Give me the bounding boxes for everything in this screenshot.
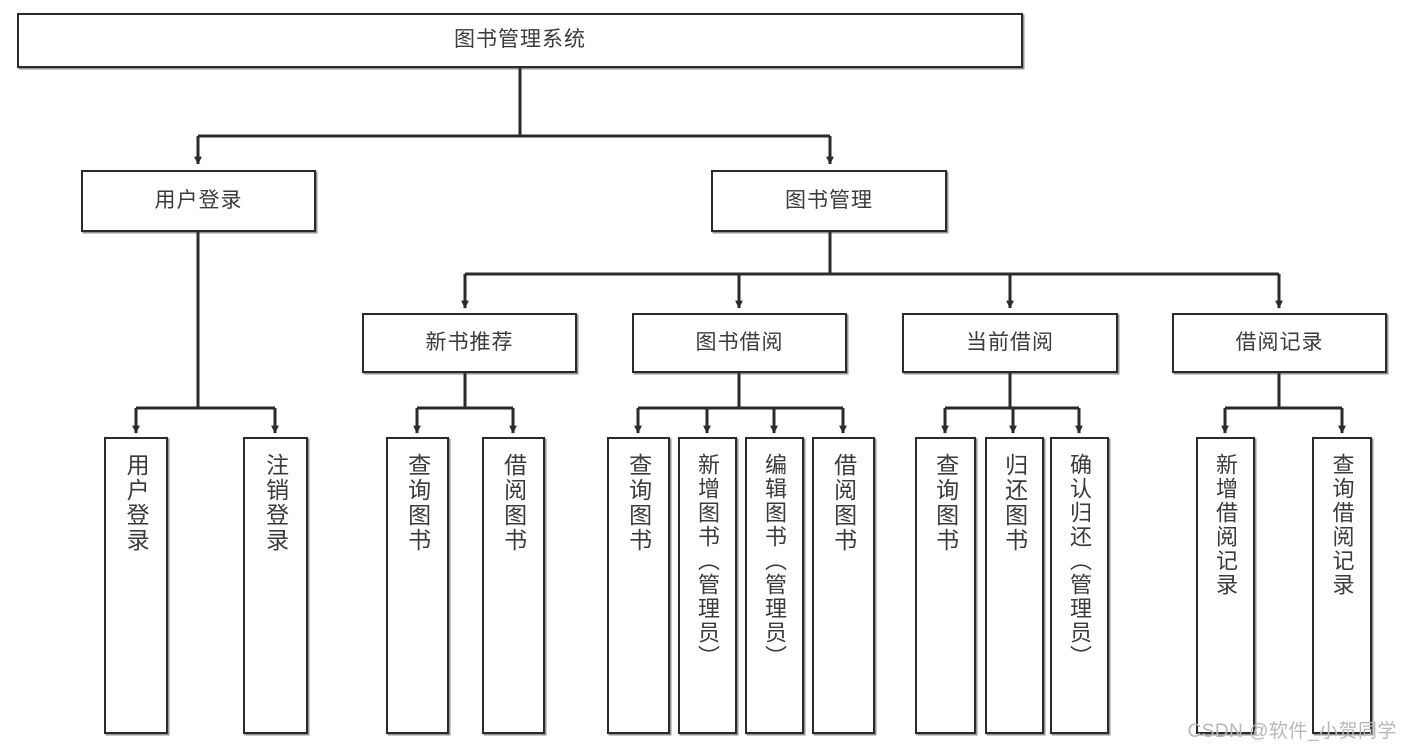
leaf-add-book[interactable]: 新增图书（管理员） [678, 437, 737, 734]
node-root[interactable]: 图书管理系统 [17, 13, 1023, 68]
leaf-add-record-label: 新增借阅记录 [1213, 453, 1239, 597]
node-book-manage-label: 图书管理 [785, 188, 873, 212]
leaf-return-book-label: 归还图书 [1001, 453, 1028, 553]
node-borrow-record-label: 借阅记录 [1235, 330, 1324, 354]
leaf-borrow-book-2-label: 借阅图书 [830, 453, 857, 553]
leaf-user-logout[interactable]: 注销登录 [243, 437, 308, 734]
leaf-query-record[interactable]: 查询借阅记录 [1312, 437, 1372, 734]
leaf-query-record-label: 查询借阅记录 [1329, 453, 1355, 597]
node-book-borrow-label: 图书借阅 [695, 330, 784, 354]
leaf-edit-book-label: 编辑图书（管理员） [762, 453, 788, 669]
leaf-borrow-book-2[interactable]: 借阅图书 [812, 437, 875, 734]
node-current-borrow[interactable]: 当前借阅 [902, 313, 1118, 373]
leaf-add-record[interactable]: 新增借阅记录 [1196, 437, 1255, 734]
leaf-user-login[interactable]: 用户登录 [104, 437, 168, 734]
leaf-add-book-label: 新增图书（管理员） [695, 453, 721, 669]
leaf-user-login-label: 用户登录 [123, 453, 150, 553]
node-new-book-rec-label: 新书推荐 [425, 330, 514, 354]
leaf-query-book-2[interactable]: 查询图书 [607, 437, 670, 734]
leaf-user-logout-label: 注销登录 [262, 453, 289, 553]
leaf-query-book-3-label: 查询图书 [932, 453, 959, 553]
node-book-manage[interactable]: 图书管理 [711, 170, 947, 232]
leaf-query-book-3[interactable]: 查询图书 [915, 437, 976, 734]
leaf-confirm-return-label: 确认归还（管理员） [1067, 453, 1093, 669]
node-book-borrow[interactable]: 图书借阅 [632, 313, 847, 373]
leaf-return-book[interactable]: 归还图书 [985, 437, 1044, 734]
leaf-edit-book[interactable]: 编辑图书（管理员） [745, 437, 804, 734]
leaf-query-book-1-label: 查询图书 [404, 453, 431, 553]
leaf-query-book-1[interactable]: 查询图书 [386, 437, 449, 734]
leaf-query-book-2-label: 查询图书 [625, 453, 652, 553]
node-borrow-record[interactable]: 借阅记录 [1172, 313, 1387, 373]
node-root-label: 图书管理系统 [454, 28, 586, 52]
node-user-login[interactable]: 用户登录 [81, 170, 316, 232]
leaf-borrow-book-1[interactable]: 借阅图书 [482, 437, 545, 734]
node-current-borrow-label: 当前借阅 [966, 330, 1054, 354]
node-new-book-rec[interactable]: 新书推荐 [362, 313, 577, 373]
leaf-confirm-return[interactable]: 确认归还（管理员） [1050, 437, 1109, 734]
node-user-login-label: 用户登录 [154, 188, 243, 212]
leaf-borrow-book-1-label: 借阅图书 [500, 453, 527, 553]
